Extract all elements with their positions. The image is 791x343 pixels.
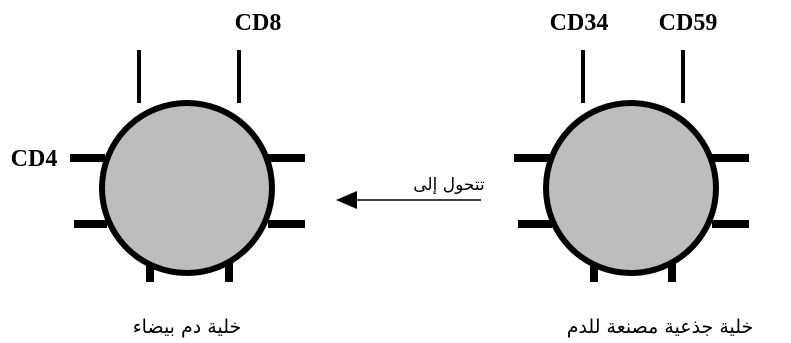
stem-cell: CD34 CD59 [514, 10, 749, 282]
white-blood-cell: CD8 CD4 [11, 10, 305, 282]
stem-cell-body [543, 100, 719, 276]
marker-cd34-label: CD34 [550, 10, 609, 36]
marker-cd4-label: CD4 [11, 146, 58, 172]
white-blood-cell-body [99, 100, 275, 276]
marker-cd59-label: CD59 [659, 10, 718, 36]
marker-cd8-label: CD8 [235, 10, 282, 36]
transition-label: تتحول إلى [413, 175, 485, 195]
transition-arrow: تتحول إلى [336, 175, 485, 209]
stem-cell-caption: خلية جذعية مصنعة للدم [567, 316, 754, 338]
white-blood-cell-caption: خلية دم بيضاء [133, 316, 241, 338]
arrow-head [336, 191, 357, 209]
